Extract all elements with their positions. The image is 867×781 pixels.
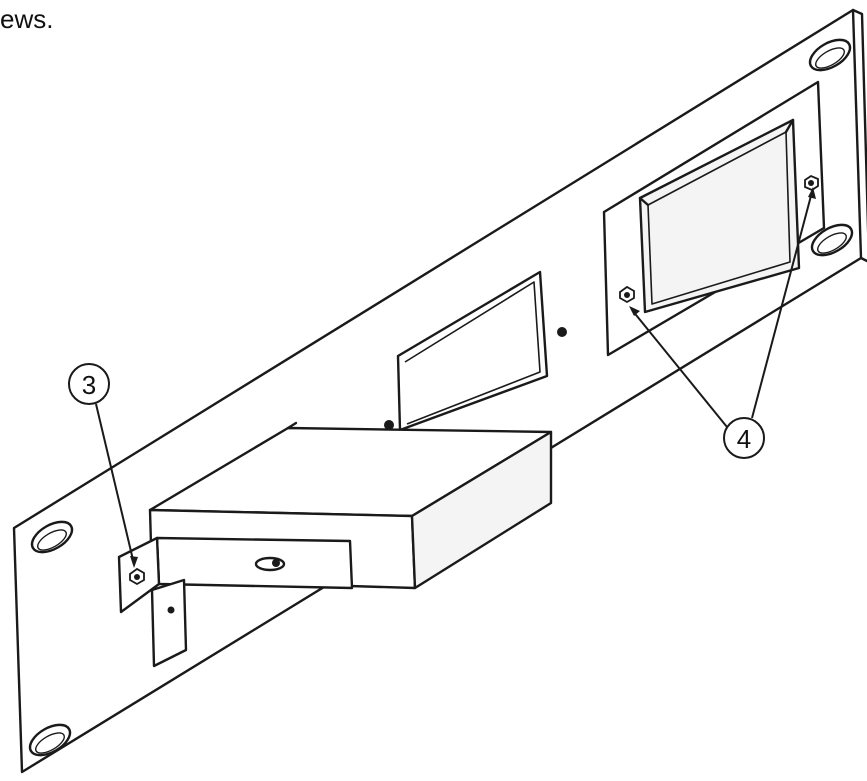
corner-slot-left-bottom	[28, 723, 72, 757]
nut-upper-right	[804, 174, 819, 192]
nut-lower-left	[619, 285, 635, 304]
corner-slot-mid-right	[810, 223, 854, 257]
panel-hole	[384, 420, 394, 430]
panel-hole	[557, 327, 567, 337]
mounting-bracket	[117, 536, 354, 668]
callout-3-label: 3	[82, 370, 96, 400]
caption-fragment: ews.	[0, 4, 54, 34]
bracket-nut	[129, 567, 145, 586]
center-cutout	[396, 270, 549, 432]
callout-3: 3	[68, 363, 138, 568]
corner-slot-top-right	[808, 38, 852, 72]
right-cutout-frame	[602, 80, 826, 357]
callout-4-label: 4	[737, 424, 751, 454]
corner-slot-left-top	[30, 520, 74, 554]
callout-4: 4	[629, 187, 816, 459]
